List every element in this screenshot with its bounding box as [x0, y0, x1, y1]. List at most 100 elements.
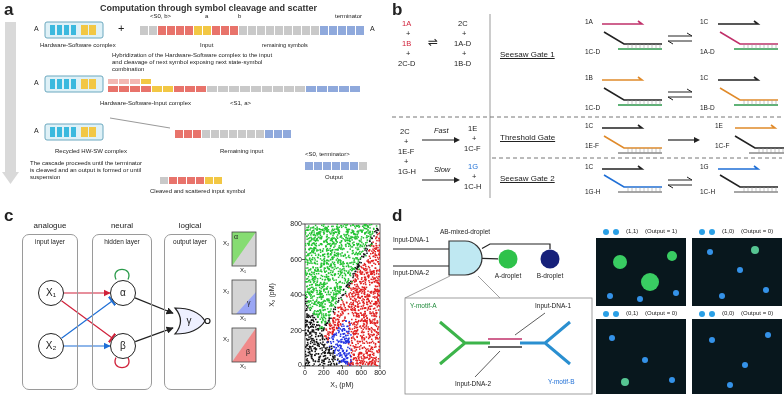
symbol-block: [193, 130, 201, 138]
dna-strand: [720, 88, 778, 100]
symbol-block: [81, 127, 88, 137]
text-label: Input-DNA-2: [393, 269, 429, 276]
droplet-image: [719, 293, 725, 299]
droplet-image: [613, 255, 627, 269]
plot-frame: [305, 224, 380, 366]
text-label: +: [406, 50, 410, 59]
dna-strand: [718, 77, 758, 80]
zoom-line: [405, 276, 450, 298]
text-label: α: [234, 233, 238, 241]
text-label: 1E-F: [585, 142, 599, 149]
logic-gate: γ: [173, 306, 211, 336]
text-label: 800: [290, 220, 302, 228]
symbol-block: [320, 26, 328, 35]
text-label: A: [370, 25, 375, 33]
base-pair: [744, 187, 745, 192]
text-label: 2C-D: [398, 60, 416, 69]
text-label: 1G-H: [585, 188, 601, 195]
text-label: (Output = 0): [741, 310, 773, 317]
plot-frame: [232, 280, 256, 314]
text-label: remaining symbols: [262, 42, 308, 48]
symbol-block: [169, 177, 177, 184]
text-label: +: [472, 135, 476, 144]
dna-strand: [602, 166, 642, 169]
text-label: 0: [298, 361, 302, 369]
droplet: B-droplet: [540, 249, 560, 269]
text-label: Threshold Gate: [500, 133, 555, 142]
base-pair: [779, 148, 780, 153]
text-label: 1A-D: [454, 40, 471, 49]
text-label: X₂: [223, 336, 229, 343]
input-dot: [699, 311, 705, 317]
text-label: 600: [355, 369, 367, 377]
droplet-image: [707, 249, 713, 255]
symbol-block: [338, 26, 346, 35]
base-pair: [640, 187, 641, 192]
base-pair: [660, 100, 661, 105]
linker-strand: [488, 338, 522, 340]
logic-gate: AB-mixed-droplet: [448, 240, 482, 276]
base-pair: [628, 187, 629, 192]
text-label: Input-DNA-1: [535, 302, 571, 309]
hardware-domain: [64, 25, 69, 35]
equilibrium-arrow: [668, 33, 692, 36]
base-pair: [764, 44, 765, 49]
micrograph: [692, 238, 782, 306]
text-label: 1E: [715, 122, 723, 129]
text-label: <S1, a>: [230, 100, 251, 107]
text-label: The cascade proceeds until the terminato…: [30, 160, 145, 181]
base-pair: [632, 44, 633, 49]
text-label: 1A: [402, 20, 411, 29]
base-pair: [656, 44, 657, 49]
node-outline: [498, 249, 518, 269]
droplet-label: B-droplet: [537, 272, 563, 279]
text-label: Y-motif-B: [548, 378, 575, 385]
text-label: 1C: [700, 74, 708, 81]
micrograph: [692, 319, 782, 394]
symbol-block: [149, 26, 157, 35]
connector: [482, 258, 498, 260]
droplet-circle: [499, 250, 518, 269]
text-label: Hybridization of the Hardware-Software c…: [112, 52, 282, 73]
base-pair: [764, 187, 765, 192]
text-label: b: [238, 13, 241, 20]
text-label: +: [404, 158, 408, 167]
text-label: (0,1): [626, 310, 638, 317]
base-pair: [760, 187, 761, 192]
droplet-image: [669, 377, 675, 383]
panel-label: b: [392, 0, 402, 20]
y-motif: [520, 322, 570, 364]
symbol-block: [317, 86, 327, 92]
hardware-domain: [57, 127, 62, 137]
base-pair: [748, 44, 749, 49]
text-label: 1C-D: [585, 48, 600, 55]
symbol-block: [185, 26, 193, 35]
gamma-region: [236, 292, 256, 314]
base-pair: [648, 148, 649, 153]
micrograph: [596, 238, 686, 306]
panel-label: a: [4, 0, 13, 20]
layer-box: logicaloutput layerγ: [164, 234, 216, 390]
text-label: X₂: [223, 288, 229, 295]
symbol-block: [302, 26, 310, 35]
scatter-plot: [305, 224, 380, 366]
connector: [135, 328, 173, 342]
symbol-block: [160, 177, 168, 184]
droplet-image: [673, 290, 679, 296]
hardware-domain: [64, 79, 69, 89]
text-label: 1G: [700, 163, 709, 170]
symbol-block: [284, 26, 292, 35]
text-label: 200: [290, 327, 302, 335]
symbol-block: [238, 130, 246, 138]
symbol-block: [187, 177, 195, 184]
input-dot: [613, 311, 619, 317]
cycle-arrow: [2, 172, 19, 184]
symbol-block: [284, 86, 294, 92]
text-label: 1E: [468, 125, 477, 134]
base-pair: [652, 148, 653, 153]
base-pair: [771, 148, 772, 153]
text-label: 1C-H: [464, 183, 482, 192]
text-label: X₁: [240, 267, 246, 274]
text-label: 600: [290, 256, 302, 264]
droplet-circle: [541, 250, 560, 269]
